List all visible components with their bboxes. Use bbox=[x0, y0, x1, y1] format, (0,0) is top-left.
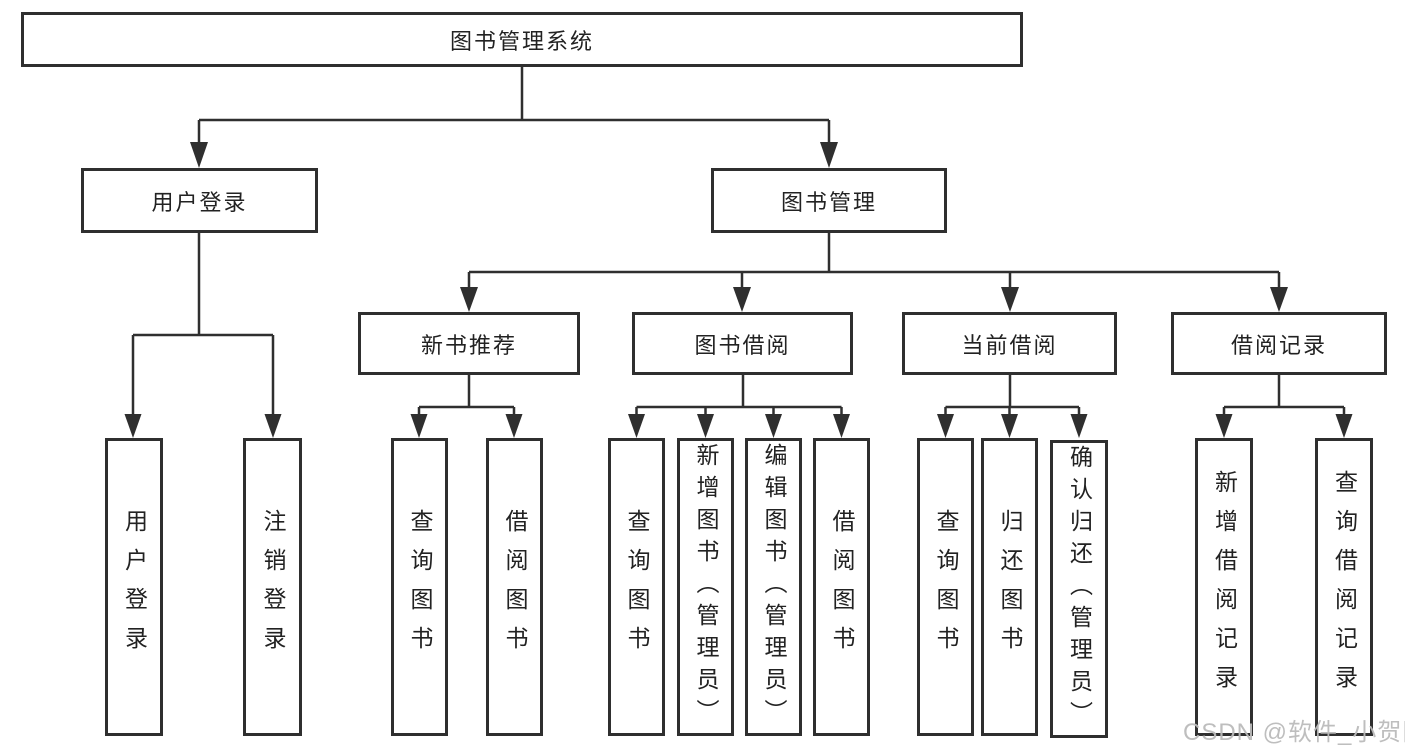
leaf-borrow-books-recommend: 借阅图书 bbox=[486, 438, 543, 736]
node-label: 查询图书 bbox=[624, 509, 650, 665]
node-new-book-recommendation: 新书推荐 bbox=[358, 312, 580, 375]
leaf-confirm-return-admin: 确认归还（管理员） bbox=[1050, 440, 1108, 738]
node-book-borrowing: 图书借阅 bbox=[632, 312, 853, 375]
leaf-query-books-borrow: 查询图书 bbox=[608, 438, 665, 736]
leaf-query-books-current: 查询图书 bbox=[917, 438, 974, 736]
leaf-user-login: 用户登录 bbox=[105, 438, 163, 736]
node-label: 确认归还（管理员） bbox=[1066, 445, 1093, 733]
leaf-add-borrow-record: 新增借阅记录 bbox=[1195, 438, 1253, 736]
node-root-library-system: 图书管理系统 bbox=[21, 12, 1023, 67]
node-label: 查询图书 bbox=[407, 509, 433, 665]
node-label: 借阅图书 bbox=[502, 509, 528, 665]
node-label: 当前借阅 bbox=[961, 332, 1058, 358]
connector-paths bbox=[131, 67, 1346, 416]
node-label: 用户登录 bbox=[121, 509, 148, 665]
node-label: 用户登录 bbox=[151, 189, 248, 215]
leaf-query-borrow-record: 查询借阅记录 bbox=[1315, 438, 1373, 736]
node-label: 归还图书 bbox=[997, 509, 1023, 665]
node-label: 查询图书 bbox=[933, 509, 959, 665]
node-label: 新书推荐 bbox=[420, 332, 517, 358]
node-label: 新增借阅记录 bbox=[1211, 470, 1238, 704]
leaf-borrow-books: 借阅图书 bbox=[813, 438, 870, 736]
node-label: 借阅记录 bbox=[1230, 332, 1327, 358]
node-label: 图书借阅 bbox=[694, 332, 791, 358]
node-label: 借阅图书 bbox=[829, 509, 855, 665]
node-label: 编辑图书（管理员） bbox=[761, 443, 787, 731]
node-label: 注销登录 bbox=[260, 509, 286, 665]
node-label: 查询借阅记录 bbox=[1331, 470, 1358, 704]
node-current-borrowing: 当前借阅 bbox=[902, 312, 1117, 375]
node-label: 图书管理系统 bbox=[449, 28, 594, 54]
leaf-add-books-admin: 新增图书（管理员） bbox=[677, 438, 734, 736]
leaf-query-books-recommend: 查询图书 bbox=[391, 438, 448, 736]
node-book-management-module: 图书管理 bbox=[711, 168, 947, 233]
node-label: 新增图书（管理员） bbox=[693, 443, 719, 731]
leaf-return-books: 归还图书 bbox=[981, 438, 1038, 736]
node-user-login-module: 用户登录 bbox=[81, 168, 318, 233]
node-label: 图书管理 bbox=[780, 189, 877, 215]
node-borrowing-records: 借阅记录 bbox=[1171, 312, 1387, 375]
leaf-edit-books-admin: 编辑图书（管理员） bbox=[745, 438, 802, 736]
leaf-logout: 注销登录 bbox=[243, 438, 302, 736]
arrowhead-icons bbox=[124, 142, 1353, 438]
csdn-watermark: CSDN @软件_小贺同学 bbox=[1183, 719, 1405, 746]
